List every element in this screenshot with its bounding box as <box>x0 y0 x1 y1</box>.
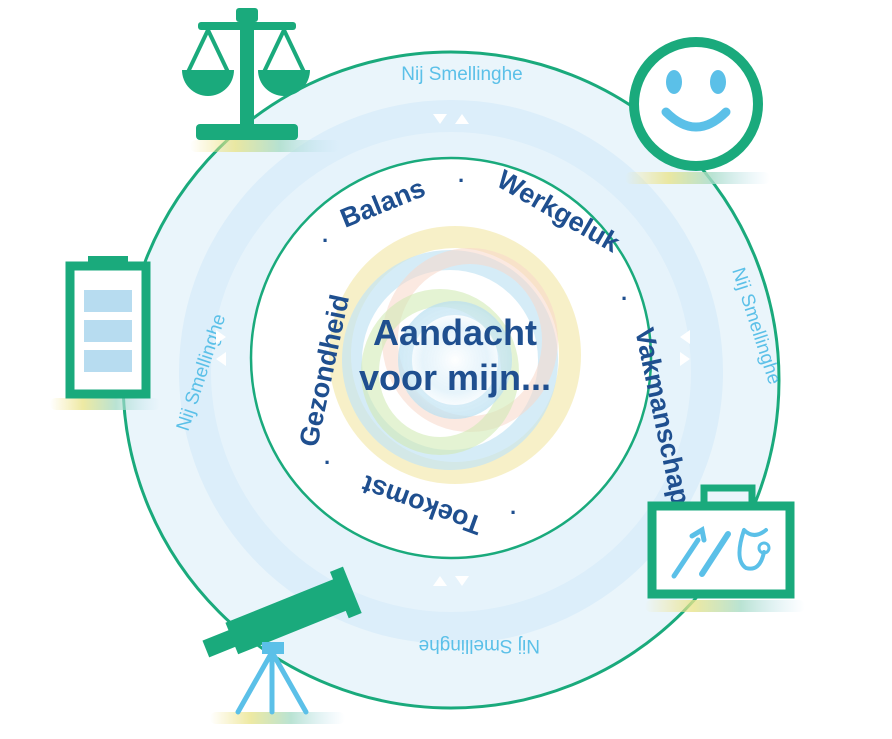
ring-label-bottom: Nij Smellinghe <box>419 635 540 656</box>
toolbox-icon <box>647 484 795 599</box>
ring-label-top: Nij Smellinghe <box>401 64 522 85</box>
separator-2: · <box>458 168 465 193</box>
scales-icon <box>182 8 310 140</box>
telescope-icon <box>202 566 362 715</box>
battery-icon <box>65 256 151 399</box>
icon-shadows <box>50 140 805 724</box>
center-line-1: Aandacht <box>373 312 537 353</box>
separator-5: · <box>324 450 331 475</box>
separator-3: · <box>621 286 628 311</box>
center-line-2: voor mijn... <box>359 357 551 398</box>
separator-4: · <box>510 500 517 525</box>
swirl-graphic <box>329 226 581 484</box>
triangle-markers <box>216 114 690 586</box>
smiley-icon <box>629 37 763 171</box>
separator-1: · <box>322 228 329 253</box>
